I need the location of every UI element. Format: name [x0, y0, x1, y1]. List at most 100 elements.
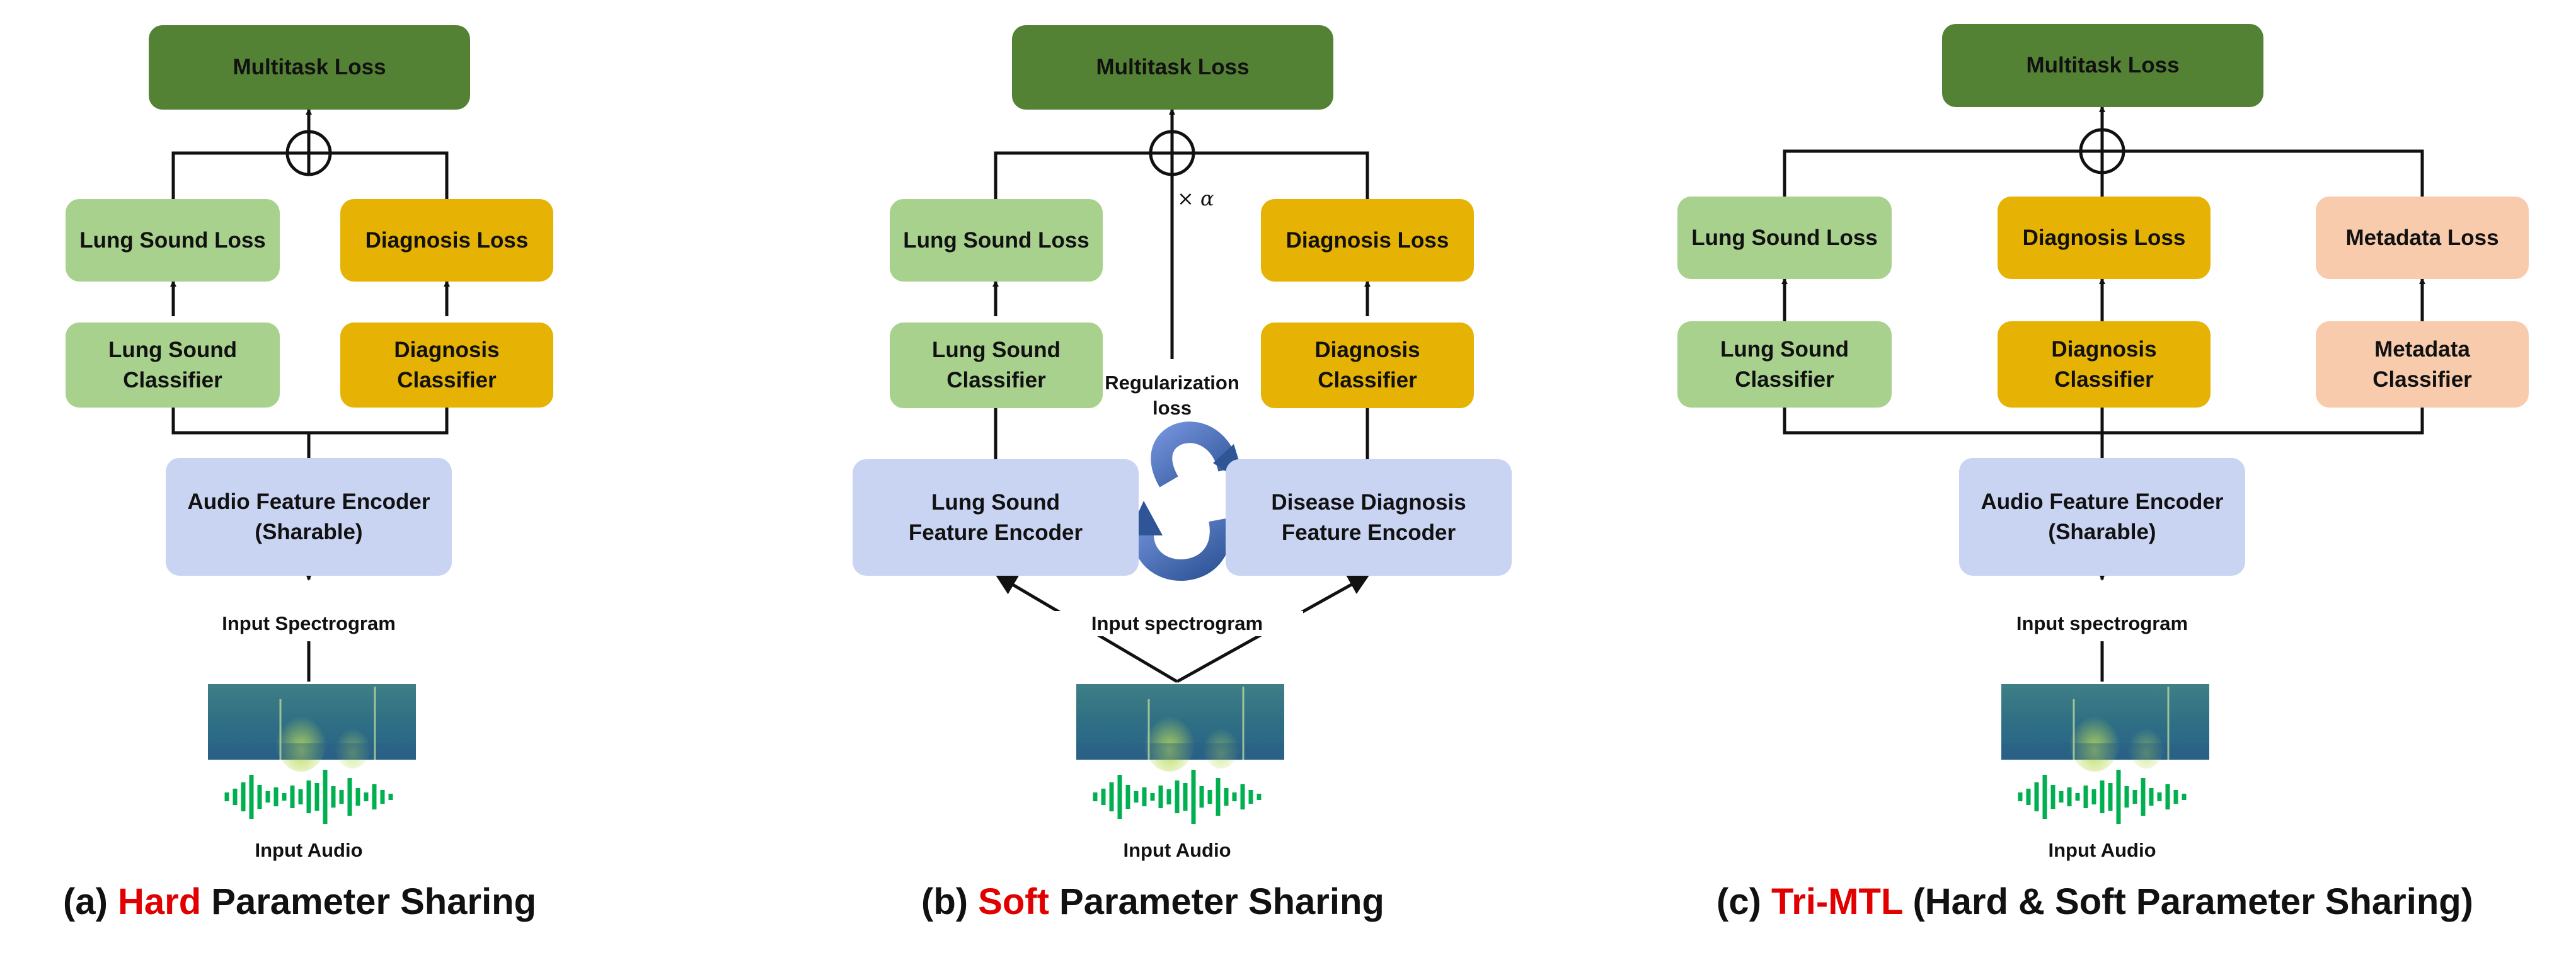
panel-b-caption-prefix: (b)	[921, 881, 979, 922]
panel-a-diagnosis-loss: Diagnosis Loss	[340, 199, 553, 282]
waveform-bar	[1199, 786, 1204, 808]
waveform-bar	[1232, 792, 1237, 801]
panel-c-metadata-classifier: Metadata Classifier	[2316, 321, 2529, 408]
waveform-bar	[1248, 790, 1253, 804]
waveform-bar	[2067, 787, 2072, 806]
panel-c-lung-sound-loss: Lung Sound Loss	[1677, 197, 1892, 279]
waveform-bar	[1240, 784, 1245, 809]
waveform-bar	[282, 793, 287, 801]
waveform-bar	[257, 785, 262, 809]
waveform-bar	[1158, 786, 1163, 808]
waveform-bar	[2165, 784, 2170, 809]
waveform-bar	[347, 778, 352, 816]
waveform-bar	[2173, 790, 2178, 804]
waveform-bar	[265, 791, 270, 803]
waveform-b-icon	[1093, 770, 1262, 824]
waveform-bar	[306, 780, 311, 813]
waveform-bar	[1166, 789, 1171, 804]
waveform-bar	[1183, 783, 1188, 811]
panel-a-audio-feature-encoder: Audio Feature Encoder (Sharable)	[166, 458, 452, 576]
panel-b-lung-sound-feature-encoder: Lung Sound Feature Encoder	[853, 459, 1139, 576]
panel-c-input-spectrogram-label: Input spectrogram	[2016, 612, 2188, 634]
panel-b-caption: (b) Soft Parameter Sharing	[921, 881, 1384, 923]
panel-b-diagnosis-loss: Diagnosis Loss	[1261, 199, 1474, 282]
panel-b-alpha-weight: × α	[1177, 186, 1214, 210]
panel-a-lung-sound-loss: Lung Sound Loss	[66, 199, 280, 282]
panel-a-caption-highlight: Hard	[118, 881, 202, 922]
waveform-bar	[380, 790, 385, 804]
waveform-bar	[2157, 792, 2162, 801]
waveform-bar	[1109, 782, 1114, 811]
panel-b-input-spectrogram-label: Input spectrogram	[1051, 611, 1303, 636]
waveform-bar	[372, 784, 377, 809]
waveform-bar	[1142, 787, 1147, 806]
waveform-bar	[314, 783, 319, 811]
spectrogram-b-icon	[1076, 684, 1284, 772]
waveform-bar	[290, 786, 295, 808]
waveform-bar	[323, 770, 328, 824]
waveform-bar	[1150, 793, 1155, 801]
panel-c-caption-suffix: (Hard & Soft Parameter Sharing)	[1902, 881, 2473, 922]
waveform-bar	[233, 789, 238, 805]
waveform-bar	[2149, 788, 2154, 806]
panel-b-regularization-loss-label: Regularization loss	[1105, 372, 1239, 419]
waveform-bar	[241, 782, 246, 811]
panel-a-connectors	[170, 108, 450, 682]
waveform-bar	[331, 786, 336, 808]
waveform-bar	[1256, 794, 1262, 800]
waveform-bar	[2083, 786, 2088, 808]
waveform-bar	[2132, 790, 2137, 804]
waveform-bar	[1134, 791, 1139, 803]
waveform-bar	[2116, 770, 2121, 824]
waveform-bar	[1125, 785, 1130, 809]
waveform-bar	[1175, 780, 1180, 813]
panel-b-diagnosis-classifier: Diagnosis Classifier	[1261, 323, 1474, 408]
panel-b-input-audio-label: Input Audio	[1123, 839, 1231, 861]
waveform-bar	[364, 792, 369, 801]
panel-c-caption: (c) Tri-MTL (Hard & Soft Parameter Shari…	[1716, 881, 2473, 923]
panel-a-lung-sound-classifier: Lung Sound Classifier	[66, 323, 280, 408]
panel-b-multitask-loss: Multitask Loss	[1012, 25, 1333, 110]
waveform-bar	[1101, 789, 1106, 805]
waveform-bar	[2018, 792, 2023, 801]
waveform-bar	[355, 788, 360, 806]
waveform-bar	[224, 792, 229, 801]
panel-c-caption-prefix: (c)	[1716, 881, 1771, 922]
waveform-bar	[2100, 780, 2105, 813]
panel-a-caption-suffix: Parameter Sharing	[201, 881, 537, 922]
waveform-bar	[2124, 786, 2129, 808]
waveform-bar	[1117, 775, 1122, 819]
waveform-bar	[2075, 793, 2080, 801]
panel-b-caption-highlight: Soft	[978, 881, 1049, 922]
panel-a-caption: (a) Hard Parameter Sharing	[63, 881, 536, 923]
panel-a-input-audio-label: Input Audio	[255, 839, 363, 861]
waveform-bar	[2050, 785, 2056, 809]
waveform-bar	[1224, 788, 1229, 806]
waveform-bar	[1093, 792, 1098, 801]
panel-b-disease-diagnosis-feature-encoder: Disease Diagnosis Feature Encoder	[1226, 459, 1512, 576]
waveform-bar	[339, 790, 344, 804]
panel-b-caption-suffix: Parameter Sharing	[1049, 881, 1384, 922]
waveform-bar	[388, 794, 393, 800]
panel-c-diagnosis-classifier: Diagnosis Classifier	[1998, 321, 2211, 408]
panel-c-connectors	[1781, 106, 2425, 682]
panel-c-caption-highlight: Tri-MTL	[1771, 881, 1903, 922]
waveform-bar	[2182, 794, 2187, 800]
waveform-bar	[2042, 775, 2047, 819]
waveform-bar	[1191, 770, 1196, 824]
panel-c-lung-sound-classifier: Lung Sound Classifier	[1677, 321, 1892, 408]
panel-a-input-spectrogram-label: Input Spectrogram	[222, 612, 396, 634]
panel-b-lung-sound-classifier: Lung Sound Classifier	[890, 323, 1103, 408]
waveform-bar	[2059, 791, 2064, 803]
waveform-bar	[1207, 790, 1212, 804]
panel-c-metadata-loss: Metadata Loss	[2316, 197, 2529, 279]
spectrogram-a-icon	[208, 684, 416, 772]
panel-c-input-audio-label: Input Audio	[2048, 839, 2156, 861]
waveform-bar	[298, 789, 303, 804]
waveform-a-icon	[224, 770, 393, 824]
panel-c-audio-feature-encoder: Audio Feature Encoder (Sharable)	[1959, 458, 2245, 576]
waveform-bar	[2034, 782, 2039, 811]
waveform-bar	[2091, 789, 2096, 804]
